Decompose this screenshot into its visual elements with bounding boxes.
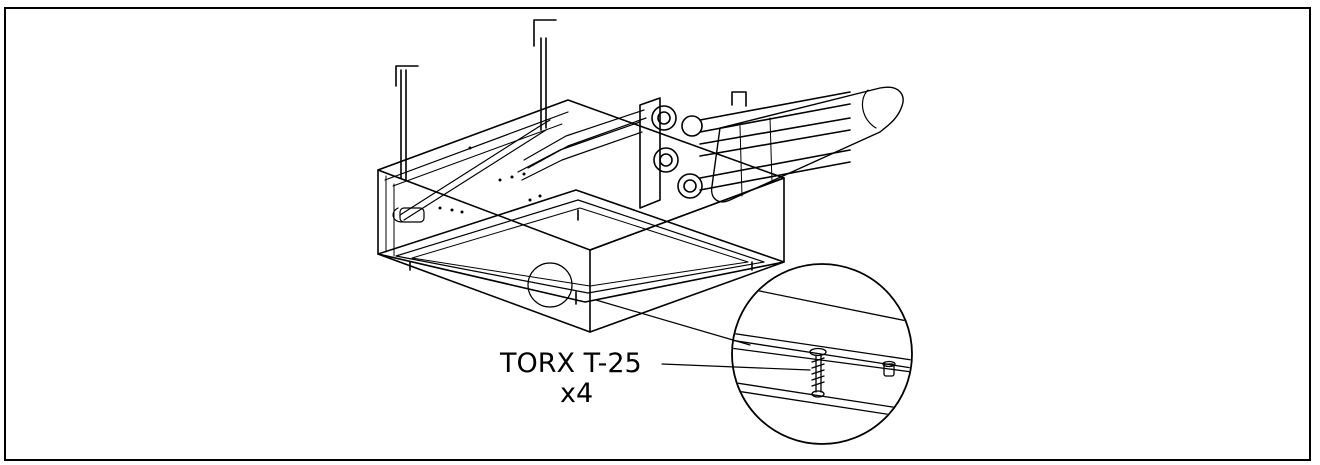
quantity-label: x4 <box>560 378 594 409</box>
detail-leader-line <box>595 299 751 346</box>
coil-pipes <box>392 109 647 223</box>
valve-assembly <box>639 86 904 209</box>
magnified-detail <box>731 263 913 445</box>
nut-icon <box>882 360 896 377</box>
figure-frame <box>4 7 1311 461</box>
tool-label: TORX T-25 <box>500 348 642 379</box>
label-leader-line <box>661 363 811 371</box>
hanger-rods <box>395 19 747 181</box>
vent-holes <box>438 146 542 214</box>
screw-icon <box>809 347 827 398</box>
unit-housing <box>377 99 785 333</box>
detail-marker-circle <box>527 262 573 308</box>
grille-frame <box>377 189 785 305</box>
